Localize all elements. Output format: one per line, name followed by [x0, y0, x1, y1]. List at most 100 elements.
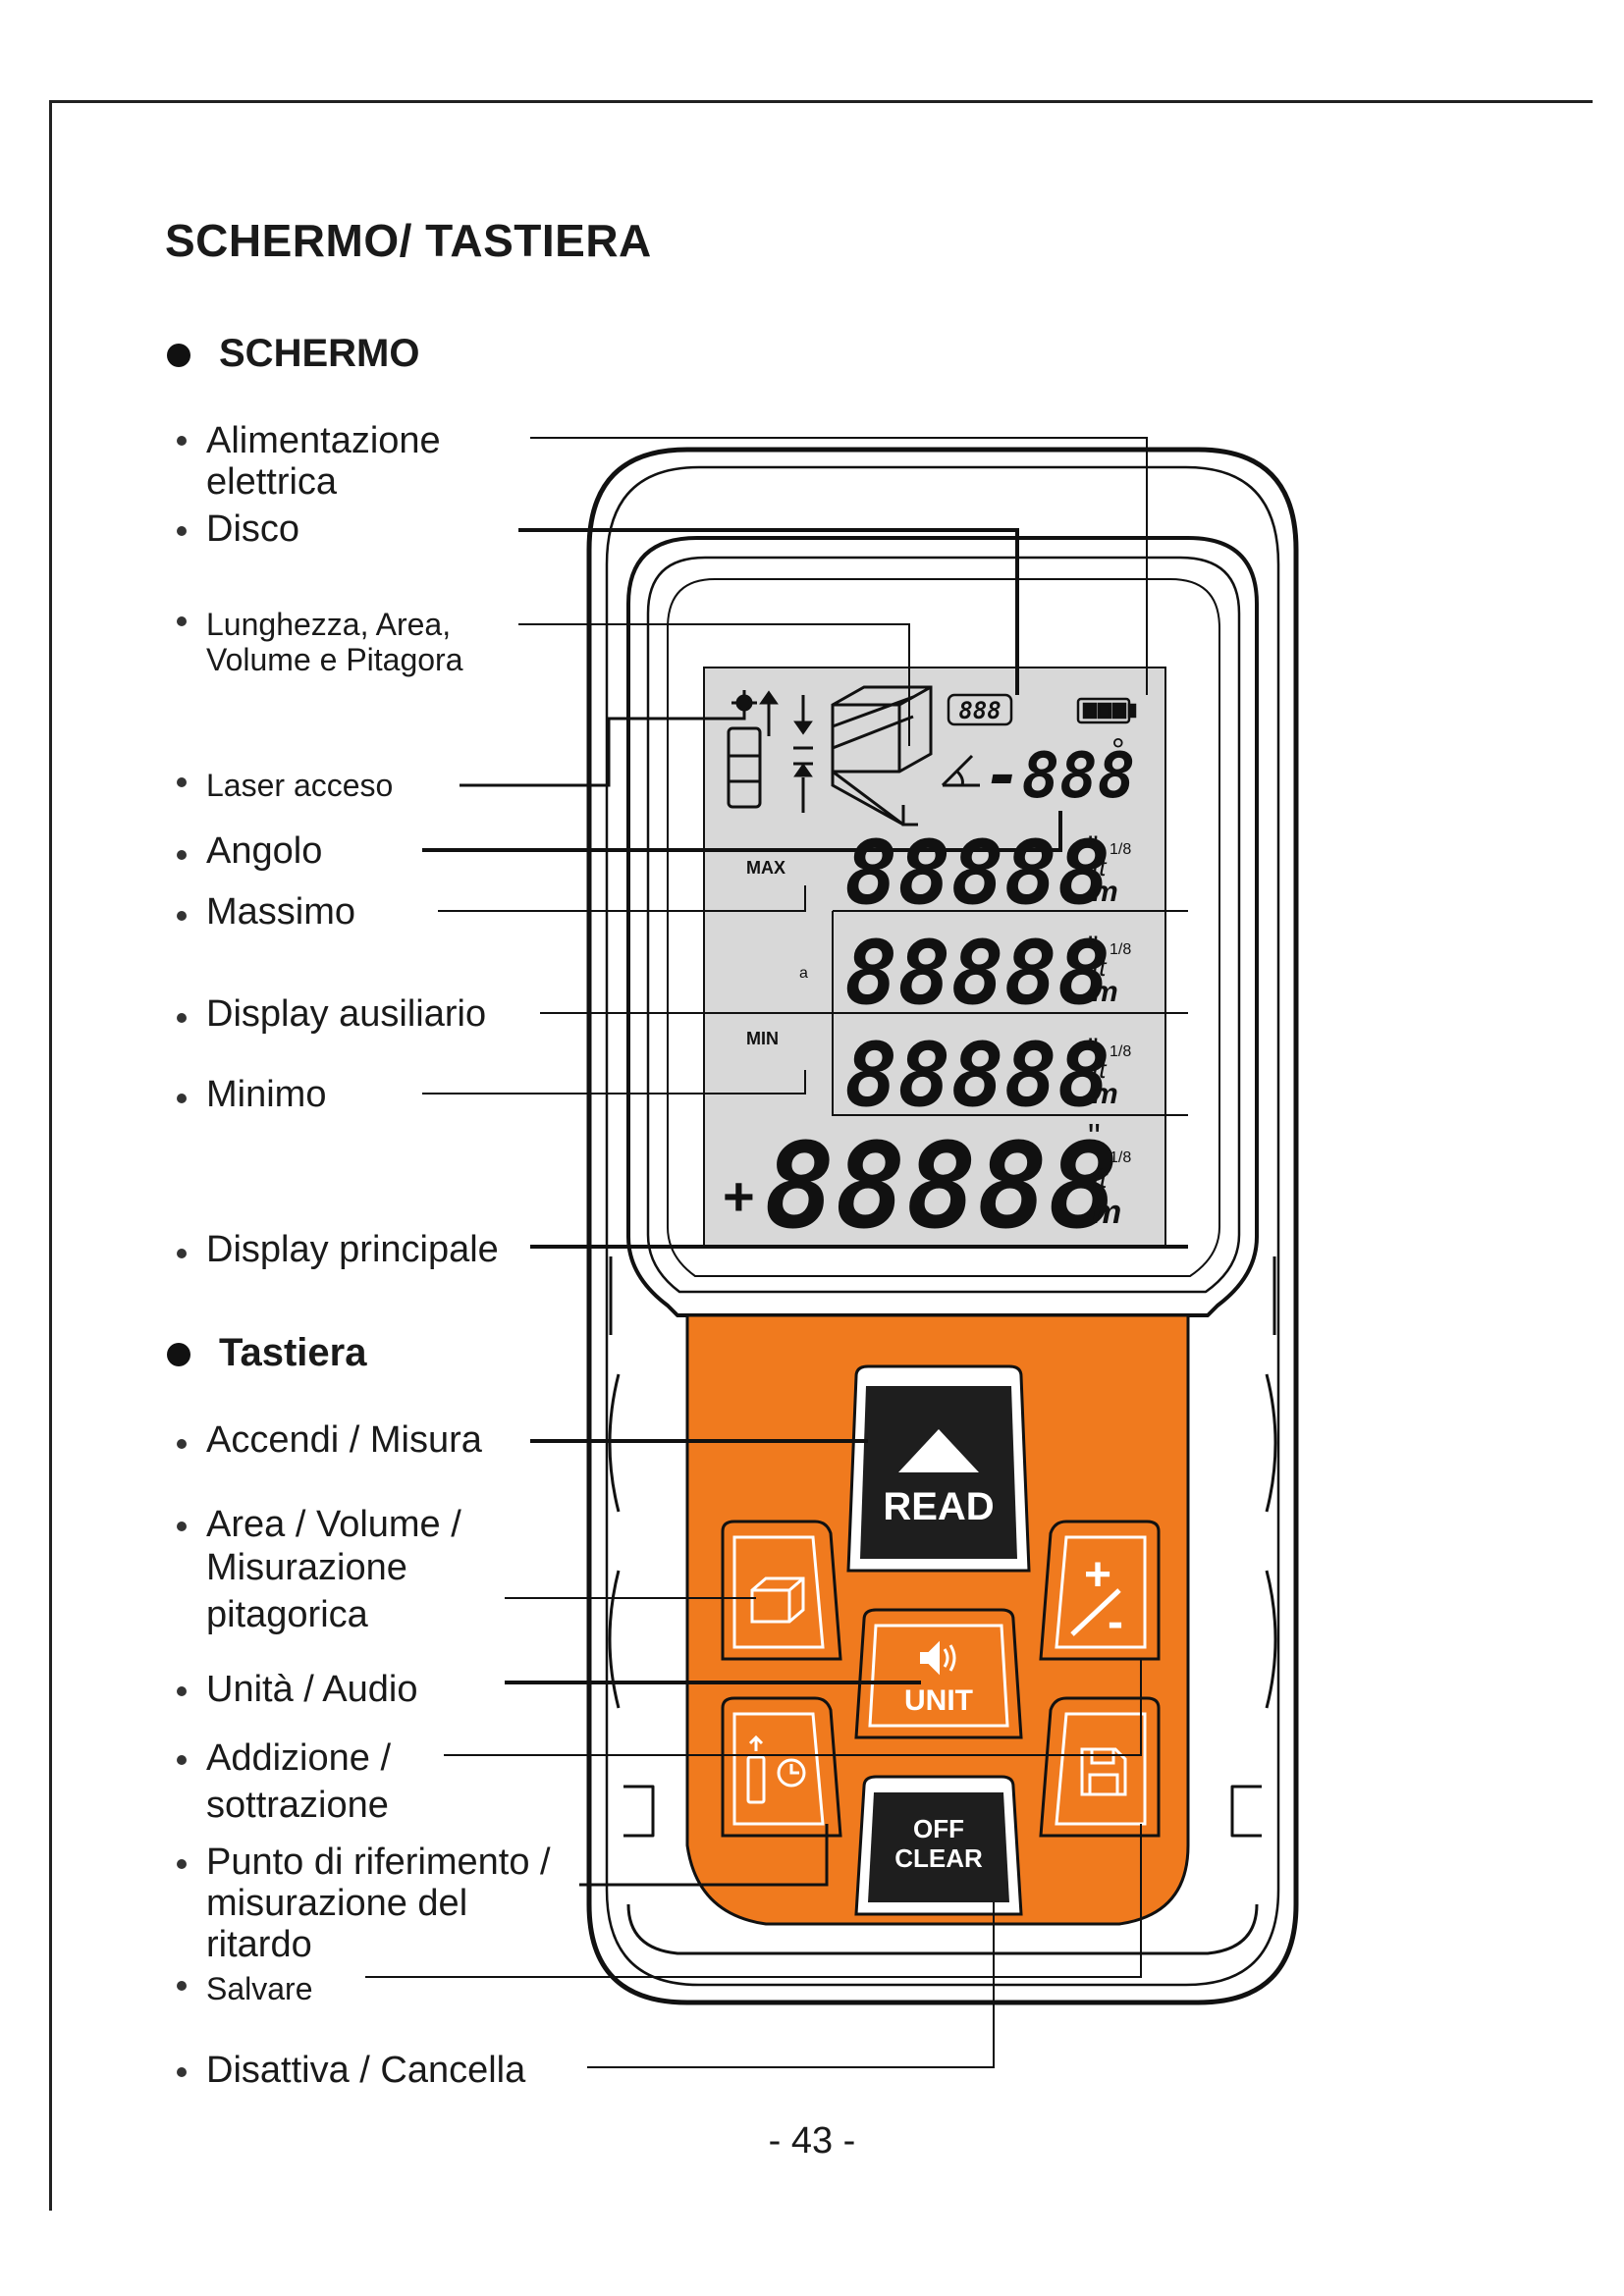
- leader-ref-delay: [579, 1824, 829, 1887]
- label-bullet: [177, 1686, 187, 1696]
- unit-m: m: [1092, 976, 1118, 1008]
- label-bullet: [177, 1981, 187, 1991]
- leader-maximum: [438, 885, 806, 912]
- inch-mark: ": [1088, 830, 1099, 863]
- leader-angle: [422, 811, 1062, 852]
- label-modes-line2: Volume e Pitagora: [206, 642, 463, 677]
- section-heading-keypad: Tastiera: [219, 1331, 367, 1374]
- leader-power: [530, 437, 1148, 695]
- label-angle: Angolo: [206, 830, 323, 872]
- leader-off-clear: [587, 1902, 995, 2068]
- leader-add-sub: [444, 1659, 1142, 1756]
- device-body: [586, 447, 1299, 2005]
- leader-minimum: [422, 1070, 806, 1095]
- label-main-display: Display principale: [206, 1229, 499, 1270]
- triangle-up-icon: [898, 1429, 979, 1472]
- angle-icon: [941, 754, 980, 787]
- label-bullet: [177, 911, 187, 921]
- label-ref-delay-line2: misurazione del: [206, 1883, 468, 1924]
- unit-audio-button[interactable]: UNIT: [854, 1608, 1023, 1739]
- label-bullet: [177, 1094, 187, 1103]
- label-bullet: [177, 526, 187, 536]
- label-bullet: [177, 777, 187, 787]
- label-add-sub-line1: Addizione /: [206, 1737, 392, 1779]
- leader-modes: [518, 623, 910, 746]
- label-ref-delay-line3: ritardo: [206, 1924, 312, 1965]
- max-indicator: MAX: [746, 858, 785, 878]
- reference-timer-button[interactable]: [721, 1696, 842, 1838]
- timer-icon: [777, 1758, 806, 1788]
- label-modes-line1: Lunghezza, Area,: [206, 607, 452, 642]
- label-minimum: Minimo: [206, 1074, 327, 1115]
- page-title: SCHERMO/ TASTIERA: [165, 215, 652, 266]
- main-value: 88888: [764, 1119, 1118, 1255]
- aux-indicator: a: [799, 965, 808, 982]
- leader-aux-bracket: [832, 911, 1188, 1116]
- unit-m: m: [1092, 1194, 1121, 1231]
- max-value: 88888: [844, 822, 1110, 925]
- page-border-top: [49, 100, 1593, 103]
- aux-value: 88888: [844, 922, 1110, 1025]
- area-volume-button[interactable]: [721, 1520, 842, 1661]
- unit-fraction: 1/8: [1110, 841, 1131, 858]
- leader-save: [365, 1824, 1142, 1978]
- label-area-volume-line1: Area / Volume /: [206, 1504, 461, 1545]
- label-off-clear: Disattiva / Cancella: [206, 2050, 526, 2091]
- page-number: - 43 -: [768, 2120, 856, 2162]
- leader-record: [518, 528, 1019, 695]
- inch-mark: ": [1088, 931, 1099, 963]
- label-ref-delay-line1: Punto di riferimento /: [206, 1842, 551, 1883]
- off-clear-button[interactable]: OFF CLEAR: [854, 1775, 1023, 1916]
- save-button[interactable]: [1039, 1696, 1161, 1838]
- label-power-line1: Alimentazione: [206, 420, 441, 461]
- section-heading-screen: SCHERMO: [219, 332, 420, 375]
- read-button[interactable]: READ: [846, 1364, 1031, 1573]
- angle-value: -888: [984, 740, 1135, 813]
- label-bullet: [177, 1859, 187, 1869]
- sign-indicator: +: [723, 1165, 755, 1227]
- label-area-volume-line2: Misurazione: [206, 1547, 407, 1588]
- label-record: Disco: [206, 508, 300, 550]
- laser-icon: [727, 690, 762, 809]
- min-value: 88888: [844, 1024, 1110, 1127]
- label-on-measure: Accendi / Misura: [206, 1419, 482, 1461]
- unit-ft: ft: [1092, 952, 1108, 982]
- label-bullet: [177, 1249, 187, 1258]
- read-label: READ: [883, 1485, 994, 1528]
- unit-fraction: 1/8: [1110, 1043, 1131, 1060]
- label-laser: Laser acceso: [206, 768, 394, 803]
- inch-mark: ": [1088, 1033, 1099, 1065]
- label-bullet: [177, 850, 187, 860]
- slash-icon: [1070, 1588, 1121, 1636]
- label-save: Salvare: [206, 1971, 313, 2006]
- record-counter-frame: [947, 693, 1013, 726]
- unit-label: UNIT: [904, 1684, 973, 1717]
- label-bullet: [177, 2067, 187, 2077]
- section-bullet: [167, 344, 190, 367]
- label-add-sub-line2: sottrazione: [206, 1785, 389, 1826]
- unit-ft: ft: [1092, 1054, 1108, 1084]
- label-bullet: [177, 1755, 187, 1765]
- label-maximum: Massimo: [206, 891, 356, 933]
- minus-label: -: [1108, 1596, 1123, 1648]
- label-bullet: [177, 1013, 187, 1023]
- label-power-line2: elettrica: [206, 461, 338, 503]
- add-subtract-button[interactable]: + -: [1039, 1520, 1161, 1661]
- cube-icon: [750, 1576, 805, 1624]
- reference-point-icon: [746, 1735, 766, 1804]
- unit-ft: ft: [1092, 852, 1108, 881]
- inch-mark: ": [1088, 1116, 1101, 1156]
- section-bullet: [167, 1343, 190, 1366]
- label-unit-audio: Unità / Audio: [206, 1669, 418, 1710]
- label-area-volume-line3: pitagorica: [206, 1594, 368, 1635]
- measure-mode-icon: [831, 685, 933, 827]
- degree-symbol: °: [1111, 732, 1125, 770]
- leader-lines: [365, 437, 1188, 2068]
- speaker-icon: [920, 1640, 956, 1676]
- battery-icon: [1076, 697, 1137, 724]
- record-counter: 888: [958, 697, 1001, 724]
- unit-ft: ft: [1092, 1163, 1109, 1194]
- reference-point-icon: [759, 690, 813, 813]
- clear-label: CLEAR: [894, 1843, 983, 1873]
